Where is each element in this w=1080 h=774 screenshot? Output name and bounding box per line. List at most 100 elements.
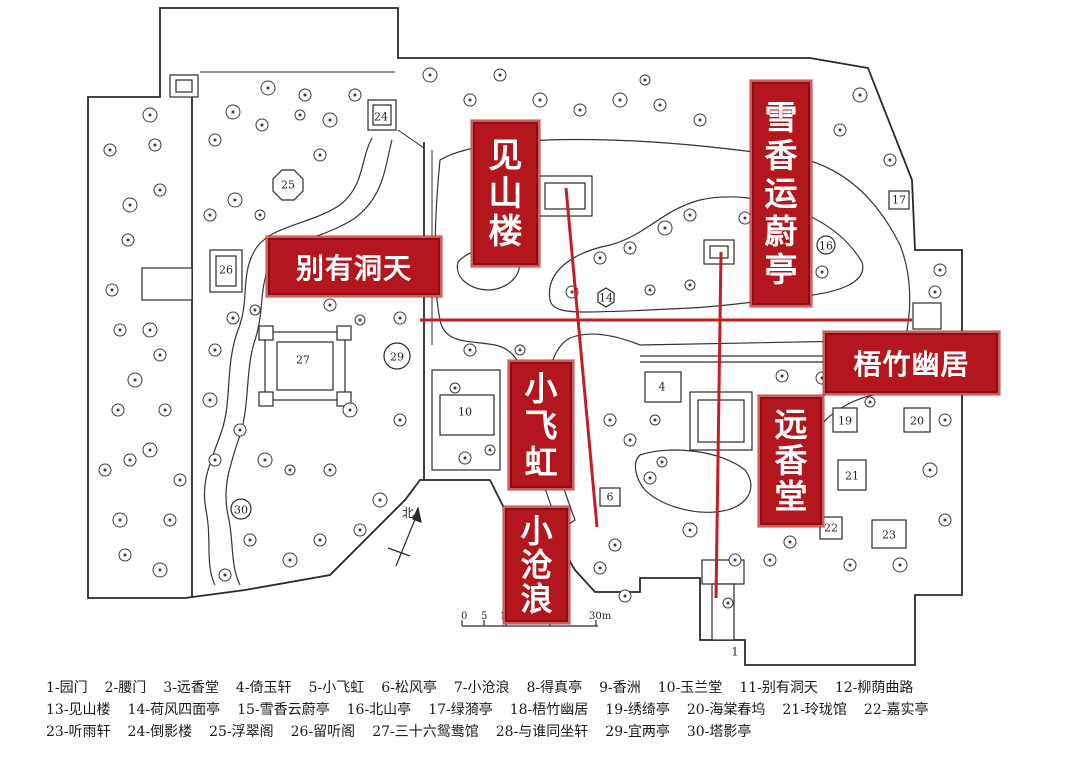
tree-trunk: [103, 468, 107, 472]
main-pond: [434, 138, 911, 531]
legend-row: 13-见山楼 14-荷风四面亭 15-雪香云蔚亭 16-北山亭 17-绿漪亭 1…: [46, 698, 928, 720]
tree-trunk: [398, 418, 402, 422]
tree-trunk: [608, 418, 612, 422]
pavilion-25: [272, 169, 304, 201]
label-text: 雪香运蔚亭: [764, 97, 798, 289]
label-text: 远香堂: [774, 405, 808, 516]
tree-trunk: [868, 400, 872, 404]
tree-trunk: [133, 378, 137, 382]
tree-trunk: [348, 408, 352, 412]
building-inner: [709, 245, 729, 259]
tree-trunk: [108, 148, 112, 152]
tree-trunk: [780, 374, 784, 378]
label-text: 梧竹幽居: [853, 348, 970, 381]
tree-trunk: [148, 328, 152, 332]
tree-trunk: [943, 418, 947, 422]
tree-trunk: [820, 270, 824, 274]
plan-number-14: 14: [599, 291, 613, 305]
tree-trunk: [263, 458, 267, 462]
legend-item: 6-松风亭: [381, 680, 437, 696]
legend-item: 9-香洲: [599, 680, 641, 696]
building-inner: [215, 255, 237, 287]
building-22: [819, 516, 843, 540]
tree-trunk: [428, 73, 432, 77]
tree-trunk: [743, 216, 747, 220]
tree-trunk: [848, 563, 852, 567]
garden-walls: [87, 7, 963, 666]
red-sightlines: [420, 187, 912, 599]
plan-number-30: 30: [234, 503, 248, 517]
tree-trunk: [126, 238, 130, 242]
sightline-jian-shan-lou: [564, 187, 599, 528]
tree-trunk: [260, 123, 264, 127]
pavilion-14: [597, 287, 615, 308]
tree-trunk: [463, 456, 467, 460]
tree-trunk: [208, 398, 212, 402]
tree-trunk: [398, 316, 402, 320]
plan-number-16: 16: [819, 239, 833, 253]
north-arrow: [387, 506, 422, 567]
legend-row: 23-听雨轩 24-倒影楼 25-浮翠阁 26-留听阁 27-三十六鸳鸯馆 28…: [46, 720, 928, 742]
tree-trunk: [231, 110, 235, 114]
plan-number-24: 24: [374, 110, 388, 124]
tree-trunk: [628, 246, 632, 250]
building-21: [837, 459, 867, 491]
tree-trunk: [128, 203, 132, 207]
building-inner: [697, 399, 745, 443]
legend-item: 23-听雨轩: [46, 724, 111, 740]
tree-trunk: [353, 93, 357, 97]
legend-item: 5-小飞虹: [308, 680, 365, 696]
legend-item: 21-玲珑馆: [782, 702, 847, 718]
tree-trunk: [688, 283, 692, 287]
tree-trunk: [643, 78, 647, 82]
label-text: 小沧浪: [520, 512, 553, 618]
tree-trunk: [518, 348, 522, 352]
tree-trunk: [288, 558, 292, 562]
label-text: 小飞虹: [524, 368, 558, 482]
label-xue-xiang-ting: 雪香运蔚亭: [752, 82, 810, 305]
tree-trunk: [688, 213, 692, 217]
tree-trunk: [820, 376, 824, 380]
building-wu-zhu-you-ju: [912, 302, 942, 330]
tree-trunk: [648, 288, 652, 292]
legend-item: 16-北山亭: [346, 702, 412, 718]
tree-trunk: [663, 226, 667, 230]
tree-trunk: [298, 113, 302, 117]
plan-number-29: 29: [390, 350, 404, 364]
scale-tick-label: 30m: [589, 611, 612, 622]
tree-trunk: [698, 118, 702, 122]
tree-trunk: [116, 408, 120, 412]
tree-trunk: [328, 118, 332, 122]
legend-item: 18-梧竹幽居: [509, 702, 589, 718]
building-inner: [175, 79, 193, 93]
legend-item: 19-绣绮亭: [605, 702, 670, 718]
tree-trunk: [318, 153, 322, 157]
tree-trunk: [928, 468, 932, 472]
tree-trunk: [163, 408, 167, 412]
tree-trunk: [598, 566, 602, 570]
tree-trunk: [238, 428, 242, 432]
tree-trunk: [288, 468, 292, 472]
tree-trunk: [653, 418, 657, 422]
label-yuan-xiang-tang: 远香堂: [760, 397, 822, 525]
plan-number-4: 4: [658, 380, 666, 394]
tree-trunk: [128, 458, 132, 462]
tree-trunk: [118, 518, 122, 522]
pavilion-6: [599, 487, 621, 507]
west-pond-bank: [203, 137, 373, 586]
tree-trunk: [158, 188, 162, 192]
north-arrow-head: [412, 506, 422, 523]
building-inner: [544, 182, 586, 210]
legend-row: 1-园门 2-腰门 3-远香堂 4-倚玉轩 5-小飞虹 6-松风亭 7-小沧浪 …: [46, 676, 928, 698]
tree-trunk: [208, 213, 212, 217]
legend-item: 12-柳荫曲路: [834, 680, 914, 696]
legend-item: 26-留听阁: [290, 724, 356, 740]
scale-tick-label: 5: [481, 611, 488, 622]
plan-number-26: 26: [219, 263, 233, 277]
legend-item: 28-与谁同坐轩: [495, 724, 589, 740]
tree-trunk: [578, 108, 582, 112]
plan-number-23: 23: [882, 528, 896, 542]
plan-number-19: 19: [838, 414, 852, 428]
tree-trunk: [660, 460, 664, 464]
tree-trunk: [158, 353, 162, 357]
